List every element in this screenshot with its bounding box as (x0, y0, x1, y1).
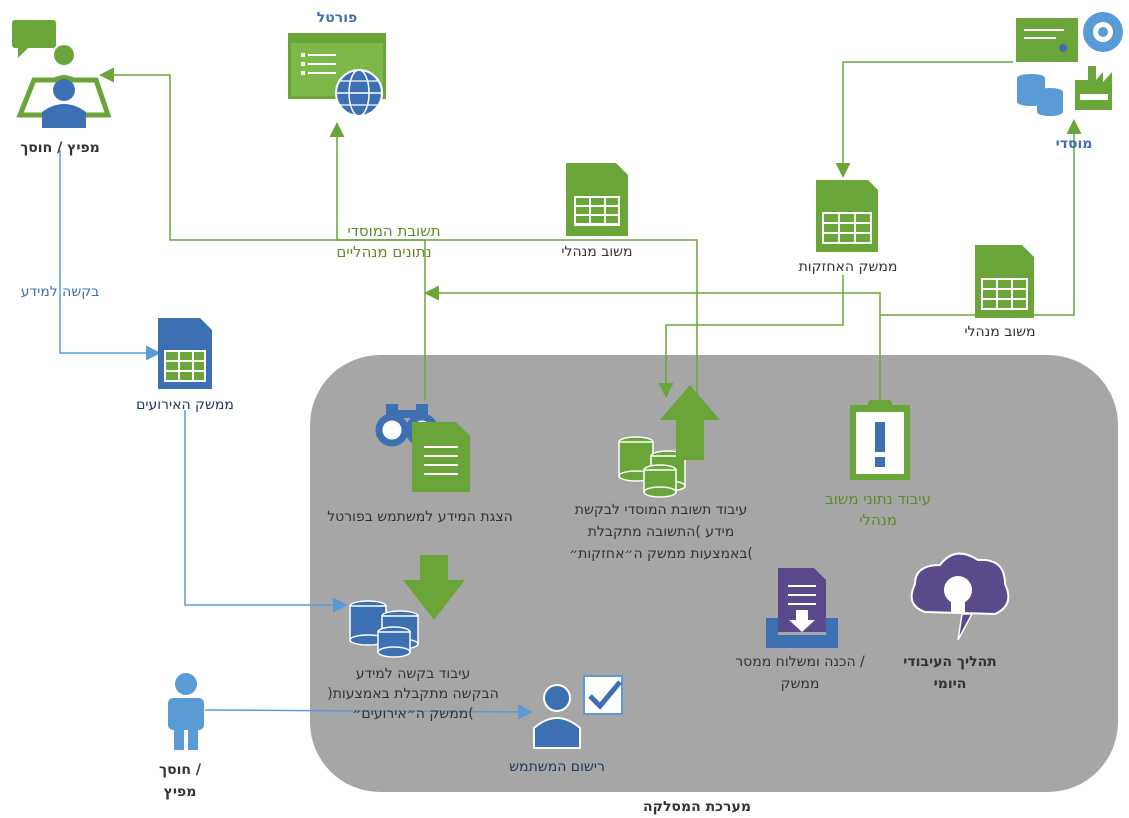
database-icon (618, 436, 686, 498)
institutional-label: מוסדי (1056, 136, 1093, 152)
connector-inst-holdings (835, 61, 1013, 178)
process-request-line-2: )הבקשה מתקבלת באמצעות (327, 686, 499, 702)
connector-events-process (184, 410, 348, 613)
process-response-line-1: עיבוד תשובת המוסדי לבקשת (575, 502, 747, 518)
spreadsheet-icon (566, 163, 628, 236)
system-label: מערכת המסלקה (643, 799, 751, 815)
managerial-feedback-mid-label: משוב מנהלי (561, 244, 632, 260)
user-icon (168, 673, 204, 750)
spreadsheet-icon (158, 318, 212, 389)
user-check-icon (533, 675, 623, 749)
connector-request (59, 150, 161, 361)
connector-holdings-process (658, 275, 844, 398)
daily-process-line-2: היומי (934, 676, 967, 692)
publisher-top-label: מפיץ / חוסך (20, 140, 100, 156)
managerial-feedback-right-label: משוב מנהלי (964, 324, 1035, 340)
arrow-down-icon (403, 555, 465, 620)
institutional-response-label: תשובת המוסדי (347, 222, 440, 240)
portal-icon (288, 33, 386, 117)
process-request-line-1: עיבוד בקשה למידע (356, 666, 470, 682)
portal-label: פורטל (317, 10, 357, 26)
saver-bottom-line-1: חוסך / (159, 762, 202, 778)
prepare-line-2: ממשק (781, 676, 820, 692)
clipboard-alert-icon (850, 400, 910, 480)
connector-feedback-left (424, 285, 881, 315)
inbox-download-icon (766, 568, 838, 648)
daily-process-line-1: תהליך העיבודי (903, 654, 997, 670)
spreadsheet-icon (975, 245, 1034, 318)
process-response-line-3: באמצעות ממשק ה״אחזקות״( (569, 546, 753, 562)
system-panel (310, 355, 1118, 792)
arrow-up-icon (660, 385, 720, 460)
display-info-label: הצגת המידע למשתמש בפורטל (327, 509, 513, 525)
managerial-data-label: נתונים מנהליים (336, 243, 431, 261)
factory-icon (1016, 12, 1123, 116)
info-request-label: בקשה למידע (21, 284, 100, 300)
spreadsheet-icon (816, 180, 878, 252)
holdings-interface-label: ממשק האחזקות (799, 259, 898, 275)
process-feedback-line-2: מנהלי (859, 511, 897, 529)
document-icon (412, 422, 470, 492)
database-icon (349, 600, 419, 658)
process-response-line-2: מידע )התשובה מתקבלת (588, 524, 735, 540)
prepare-line-1: הכנה ומשלוח ממסר / (735, 654, 865, 670)
connector-to-portal (329, 122, 425, 241)
user-registration-label: רישום המשתמש (509, 759, 605, 775)
process-request-line-3: ממשק ה״אירועים״( (352, 706, 473, 722)
connector-saver-registration (204, 704, 533, 720)
cloud-bulb-icon (910, 552, 1010, 641)
events-interface-label: ממשק האירועים (136, 397, 234, 413)
connector-managerial-mid (425, 239, 698, 400)
process-feedback-line-1: עיבוד נתוני משוב (825, 490, 931, 508)
users-icon (12, 20, 112, 128)
saver-bottom-line-2: מפיץ (164, 784, 197, 800)
